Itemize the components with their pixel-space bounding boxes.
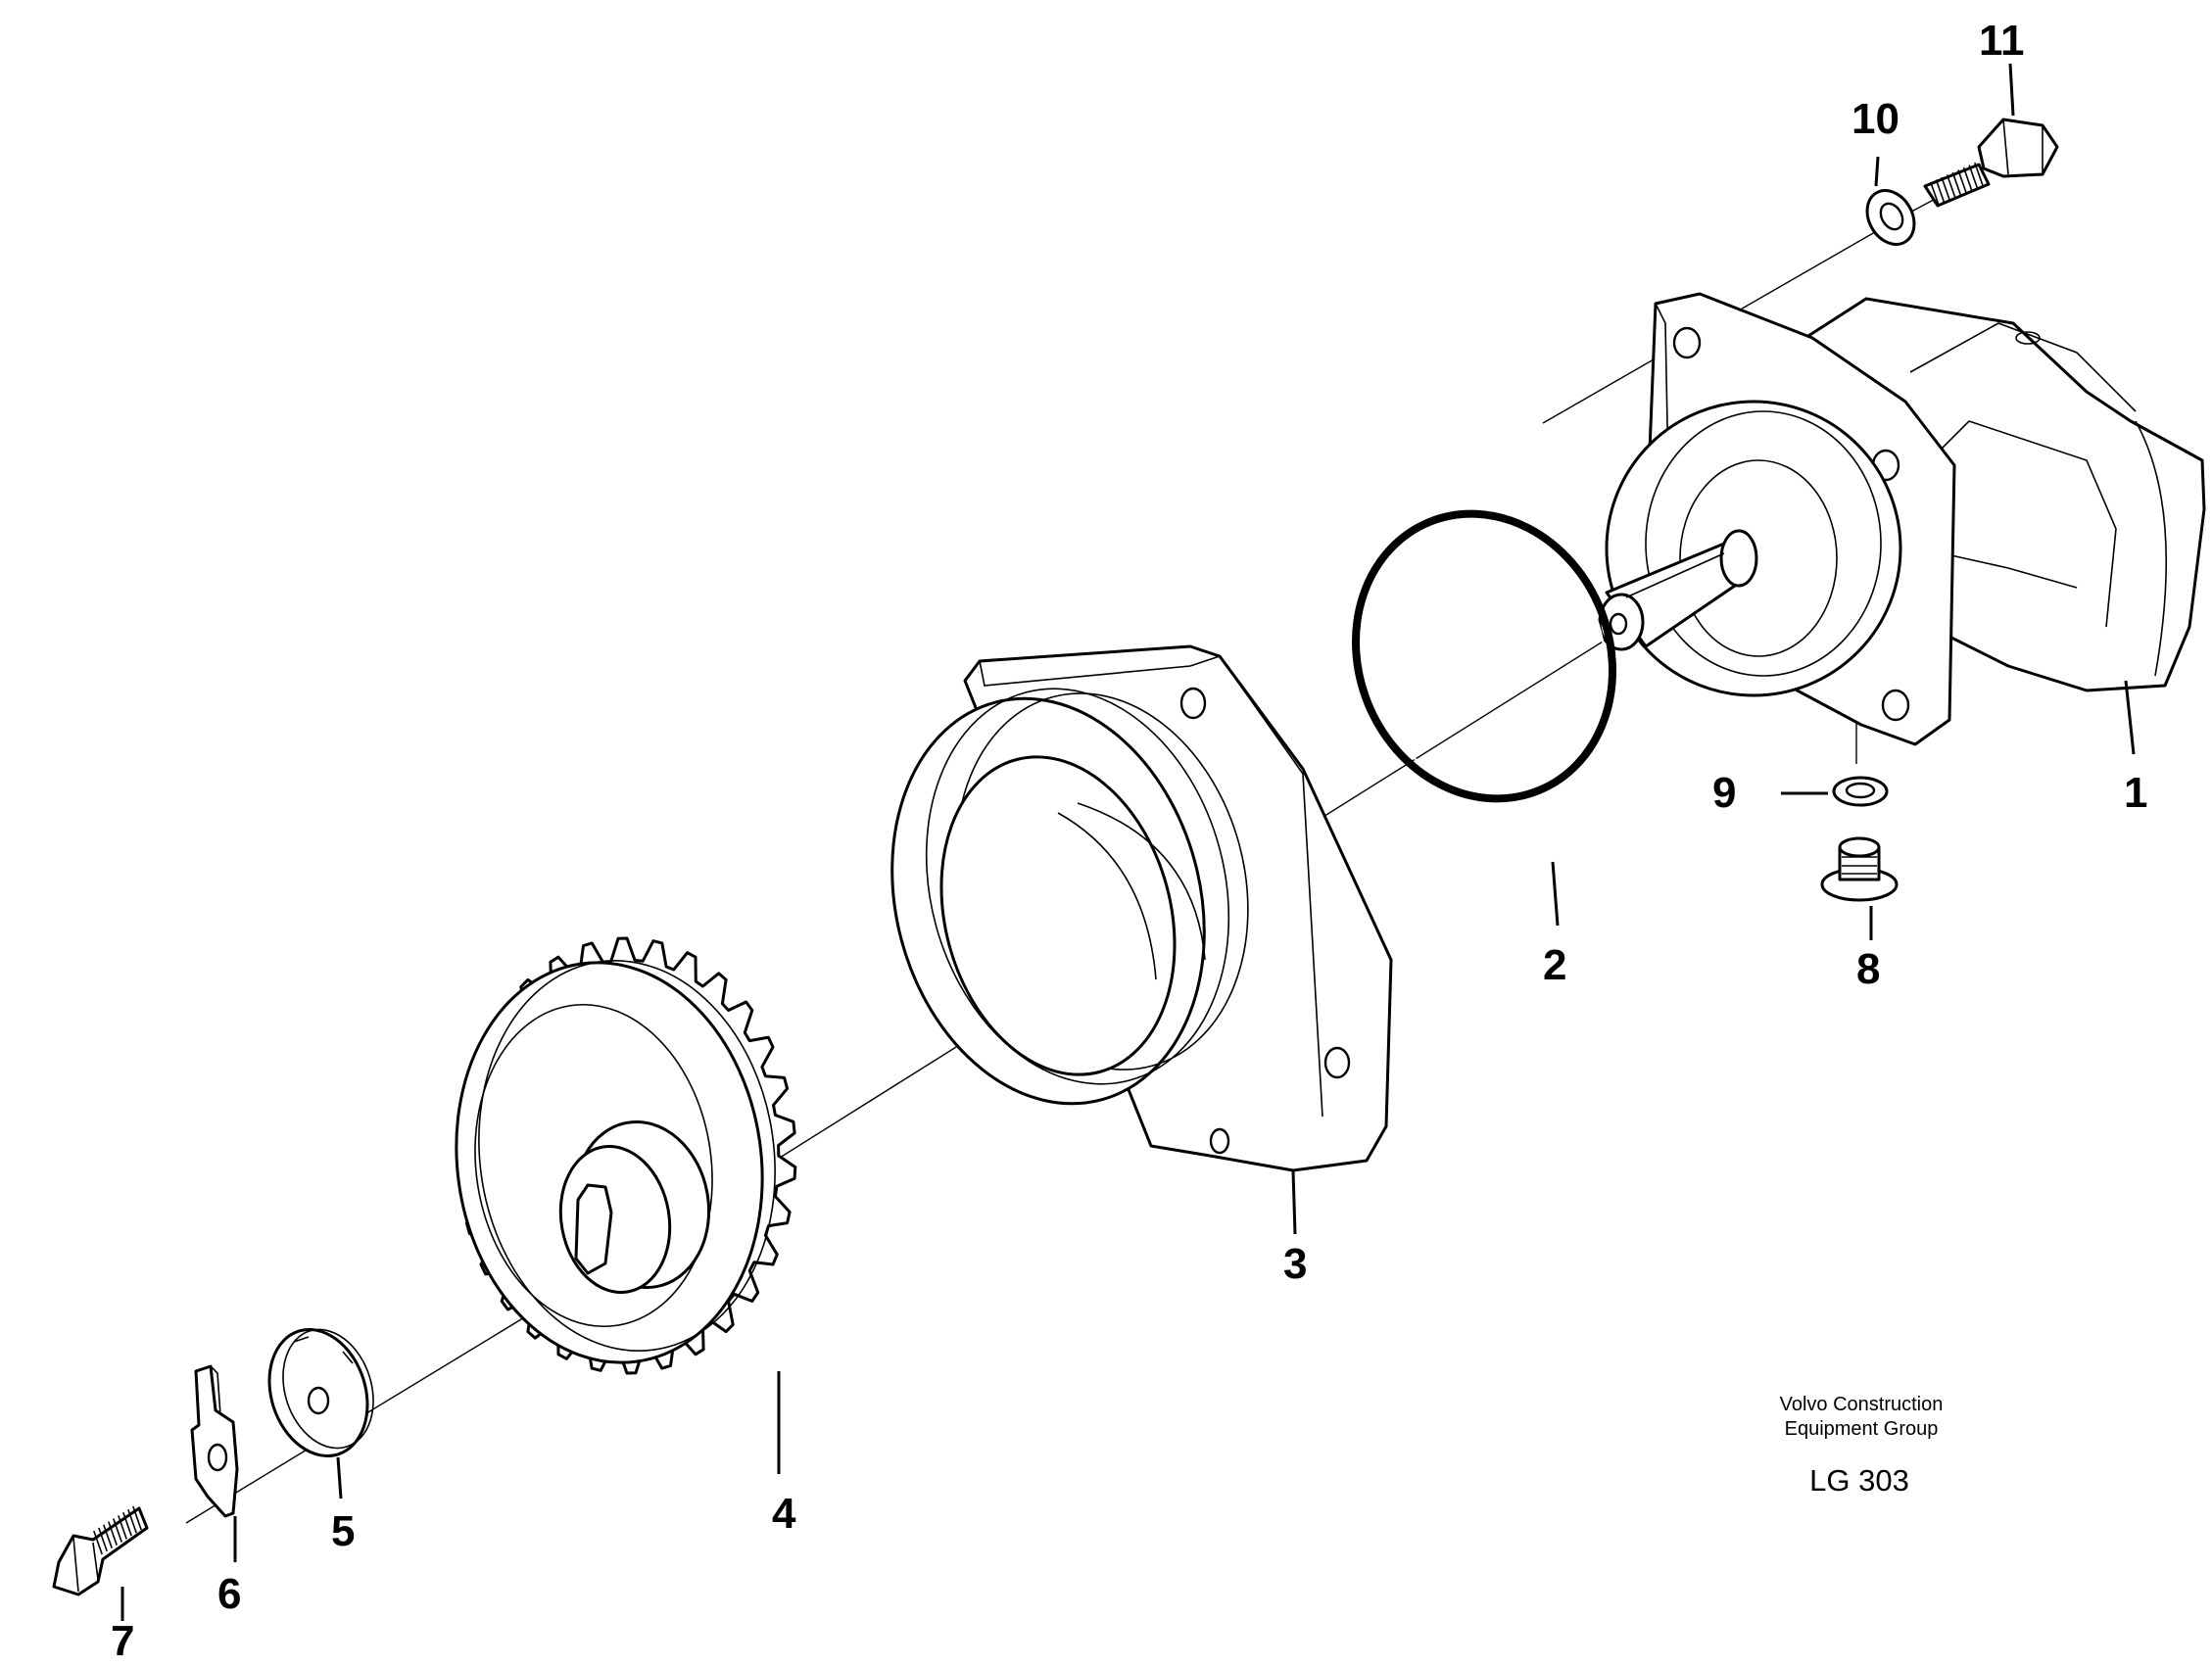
part-4-gear bbox=[455, 936, 797, 1375]
callout-8: 8 bbox=[1856, 945, 1880, 993]
callout-9: 9 bbox=[1712, 769, 1736, 817]
bolt-7-thread bbox=[108, 1521, 118, 1546]
callout-5: 5 bbox=[331, 1507, 355, 1555]
bolt-11-thread bbox=[1941, 176, 1951, 202]
bolt-7-thread bbox=[132, 1505, 142, 1531]
credit-line-2: Equipment Group bbox=[1785, 1418, 1939, 1440]
part-9-sealing-washer bbox=[1832, 776, 1889, 807]
bolt-11-thread bbox=[1968, 165, 1979, 189]
bolt-7-thread bbox=[93, 1530, 103, 1555]
callout-labels: 1 2 3 4 5 6 7 8 9 10 11 bbox=[111, 17, 2147, 1665]
part-8-plug-screw bbox=[1820, 836, 1899, 902]
bolt-11-thread bbox=[1930, 181, 1940, 207]
bolt-11-thread bbox=[1946, 174, 1956, 199]
bolt-7-thread bbox=[118, 1515, 127, 1540]
callout-11: 11 bbox=[1979, 17, 2025, 65]
bolt-11-thread bbox=[1974, 162, 1984, 187]
part-6-lock-tab bbox=[190, 1364, 239, 1518]
bolt-11-thread bbox=[1951, 171, 1962, 197]
bolt-11-thread bbox=[1962, 167, 1973, 192]
credit-line-1: Volvo Construction bbox=[1780, 1394, 1944, 1415]
part-3-adapter-housing bbox=[890, 644, 1393, 1172]
part-5-washer bbox=[267, 1328, 374, 1457]
callout-2: 2 bbox=[1543, 941, 1566, 989]
callout-3: 3 bbox=[1283, 1240, 1307, 1288]
part-2-o-ring bbox=[1352, 509, 1616, 803]
bolt-11-thread bbox=[1935, 179, 1946, 204]
bolt-7-thread bbox=[127, 1508, 137, 1534]
callout-10: 10 bbox=[1851, 95, 1899, 143]
part-10-washer bbox=[1865, 189, 1916, 246]
bolt-7-thread bbox=[113, 1518, 122, 1543]
bolt-7-thread bbox=[98, 1527, 108, 1552]
part-7-bolt bbox=[52, 1505, 149, 1596]
callout-7: 7 bbox=[111, 1617, 134, 1665]
bolt-7-thread bbox=[122, 1511, 132, 1537]
callout-1: 1 bbox=[2124, 769, 2147, 817]
callout-6: 6 bbox=[217, 1570, 241, 1618]
part-1-motor-housing bbox=[1598, 292, 2206, 746]
credit-block: Volvo Construction Equipment Group LG 30… bbox=[1780, 1394, 1944, 1498]
leader-lines bbox=[120, 63, 2136, 1621]
drawing-code: LG 303 bbox=[1809, 1463, 1909, 1498]
bolt-11-thread bbox=[1957, 169, 1968, 194]
part-11-bolt bbox=[1923, 118, 2059, 208]
callout-4: 4 bbox=[772, 1490, 796, 1538]
bolt-7-thread bbox=[103, 1524, 113, 1549]
